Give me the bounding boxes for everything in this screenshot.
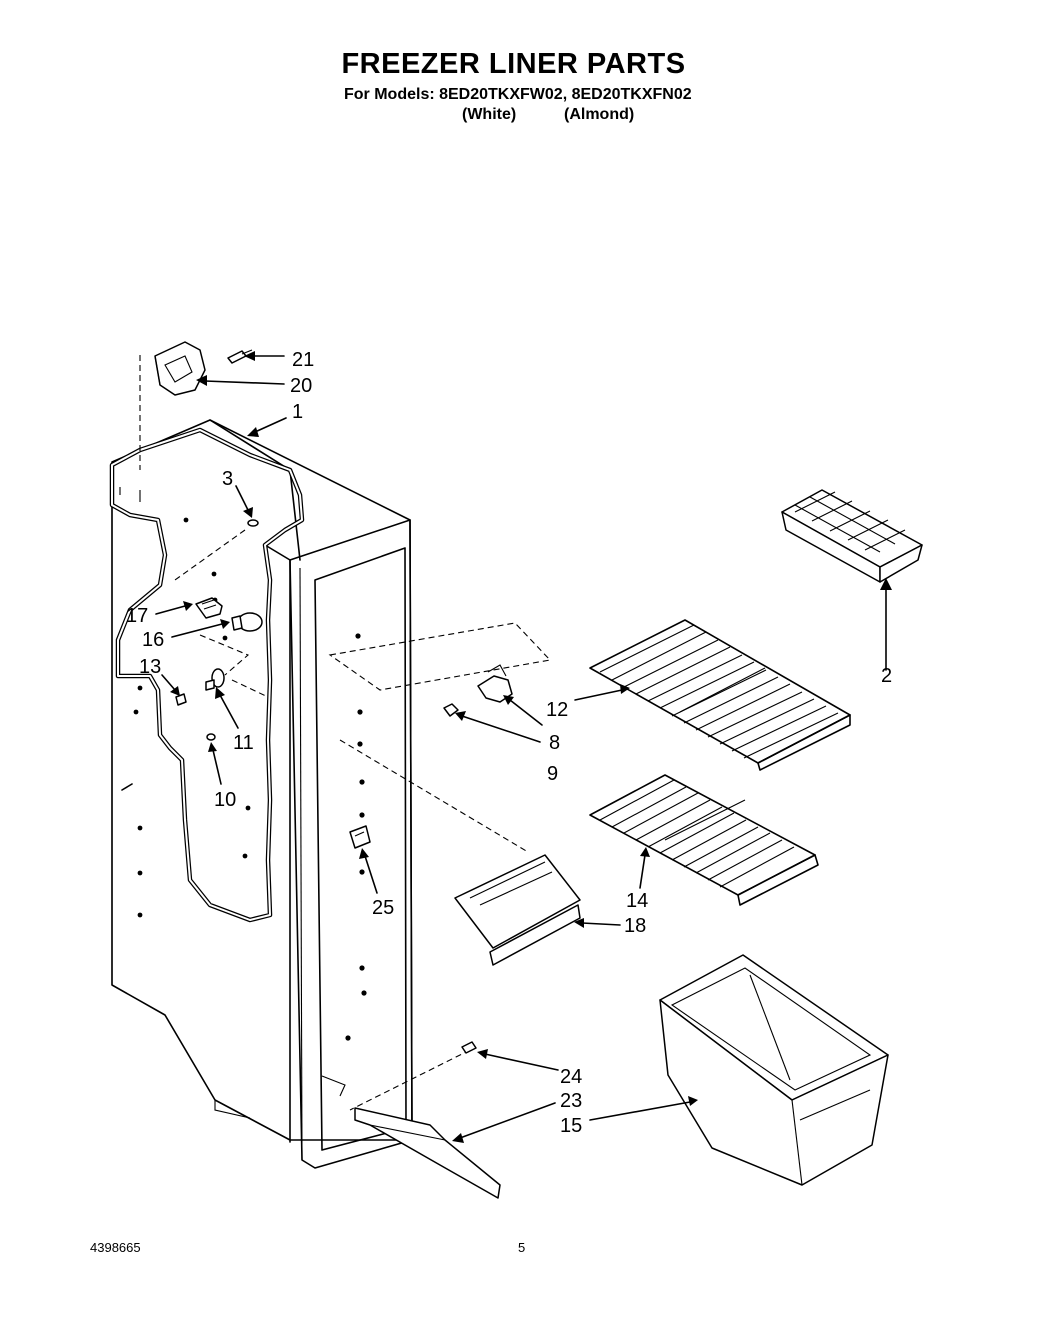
part-2-ice-tray xyxy=(781,489,923,671)
part-23-rail xyxy=(349,1041,501,1199)
callout-20: 20 xyxy=(290,375,312,397)
callout-labels: 21 20 1 3 17 16 13 11 10 25 12 8 9 2 14 … xyxy=(126,349,892,1137)
liner-holes xyxy=(133,517,367,1041)
part-3-screw xyxy=(174,519,259,581)
leader-lines xyxy=(155,351,698,1143)
callout-21: 21 xyxy=(292,349,314,371)
callout-2: 2 xyxy=(881,665,892,687)
doc-number: 4398665 xyxy=(90,1240,141,1255)
part-18-rail xyxy=(339,739,581,966)
callout-18: 18 xyxy=(624,915,646,937)
callout-8: 8 xyxy=(549,732,560,754)
models-line: For Models: 8ED20TKXFW02, 8ED20TKXFN02 xyxy=(344,86,692,103)
callout-13: 13 xyxy=(139,656,161,678)
callout-17: 17 xyxy=(126,605,148,627)
callout-1: 1 xyxy=(292,401,303,423)
page-number: 5 xyxy=(518,1240,526,1255)
callout-14: 14 xyxy=(626,890,648,912)
freezer-liner xyxy=(109,419,413,1169)
variant-almond: (Almond) xyxy=(564,106,635,123)
callout-16: 16 xyxy=(142,629,164,651)
variant-white: (White) xyxy=(462,106,517,123)
callout-25: 25 xyxy=(372,897,394,919)
callout-23: 23 xyxy=(560,1090,582,1112)
page-title: FREEZER LINER PARTS xyxy=(341,48,686,80)
part-25-switch xyxy=(349,825,371,849)
part-12-shelf xyxy=(589,619,851,771)
callout-10: 10 xyxy=(214,789,236,811)
callout-15: 15 xyxy=(560,1115,582,1137)
lamp-assembly xyxy=(175,597,269,741)
callout-24: 24 xyxy=(560,1066,582,1088)
part-15-bin xyxy=(659,954,889,1186)
callout-3: 3 xyxy=(222,468,233,490)
callout-9: 9 xyxy=(547,763,558,785)
part-20-bracket xyxy=(139,341,253,470)
part-8-bracket xyxy=(328,622,552,717)
callout-11: 11 xyxy=(233,732,254,754)
callout-12: 12 xyxy=(546,699,568,721)
part-14-shelf xyxy=(589,774,819,906)
